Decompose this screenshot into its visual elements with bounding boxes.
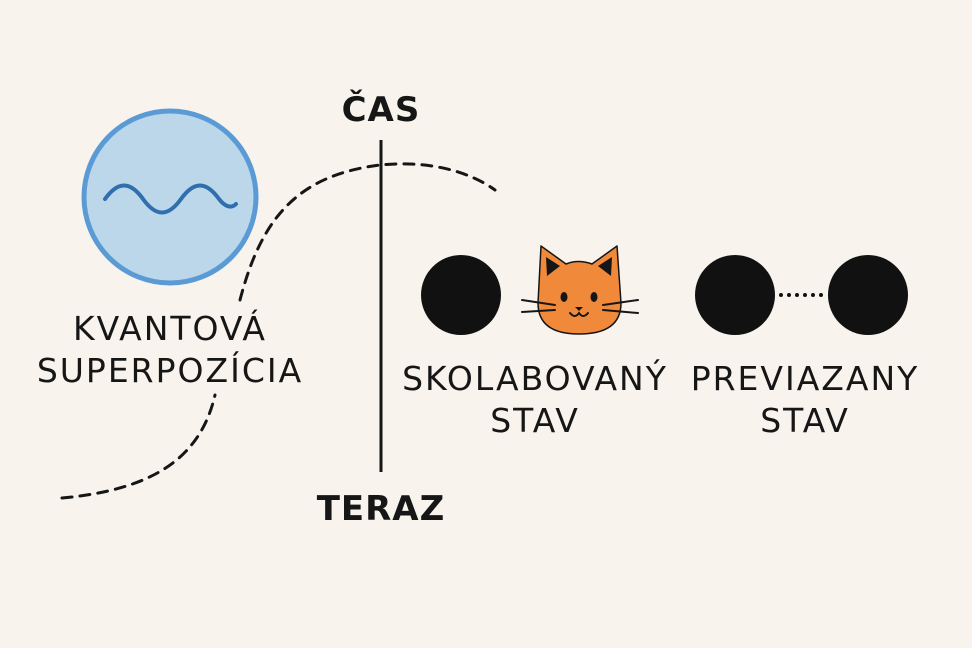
- entangled-right-particle-icon: [828, 255, 908, 335]
- superposition-label-line-1: KVANTOVÁ: [73, 309, 267, 348]
- entangled-label-line-2: STAV: [760, 401, 850, 440]
- time-top-text: ČAS: [341, 90, 421, 130]
- time-axis-top-label: ČAS: [331, 90, 431, 130]
- entangled-left-particle-icon: [695, 255, 775, 335]
- time-axis-bottom-label: TERAZ: [311, 489, 451, 529]
- collapsed-particle-icon: [421, 255, 501, 335]
- entangled-label-line-1: PREVIAZANY: [690, 359, 920, 398]
- wave-circle-icon: [81, 108, 259, 286]
- collapsed-label-line-1: SKOLABOVANÝ: [402, 359, 668, 398]
- entangled-state-label: PREVIAZANY STAV: [680, 358, 930, 442]
- collapsed-state-label: SKOLABOVANÝ STAV: [390, 358, 680, 442]
- dashed-trajectory-curve: [60, 162, 497, 500]
- superposition-label: KVANTOVÁ SUPERPOZÍCIA: [20, 308, 320, 392]
- cat-face-icon: [521, 245, 639, 335]
- time-bottom-text: TERAZ: [316, 489, 446, 529]
- superposition-label-line-2: SUPERPOZÍCIA: [36, 351, 304, 390]
- collapsed-label-line-2: STAV: [490, 401, 580, 440]
